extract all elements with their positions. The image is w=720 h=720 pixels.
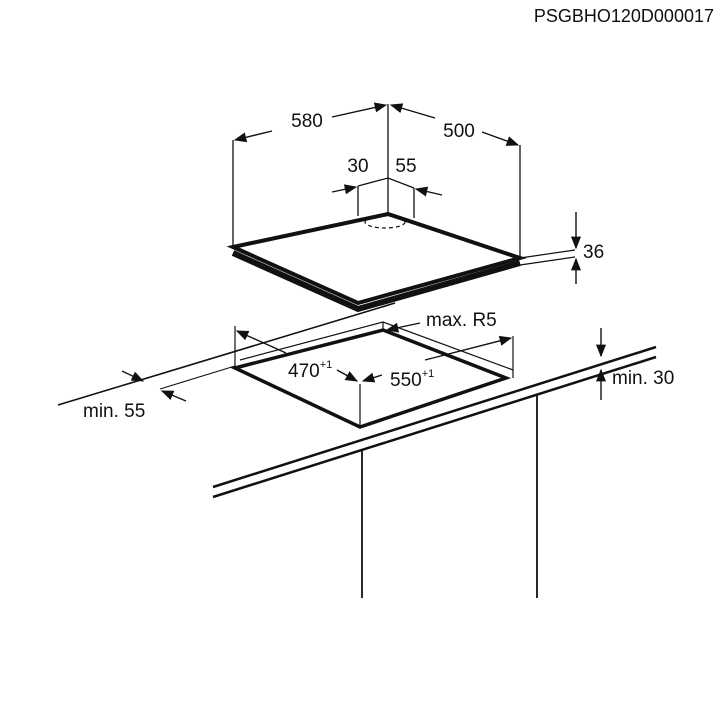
min-worktop-thickness-label: min. 30	[612, 368, 674, 389]
worktop-cutout	[57, 302, 657, 598]
rear-offset-left-label: 30	[347, 156, 368, 177]
min-front-distance-label: min. 55	[83, 401, 145, 422]
cutout-depth-value: 470	[288, 361, 320, 382]
cutout-depth-label: 470+1	[288, 359, 332, 382]
width-dimension-label: 580	[291, 111, 323, 132]
drawing-code: PSGBHO120D000017	[534, 6, 714, 26]
height-dimension-label: 36	[583, 242, 604, 263]
cutout-depth-tolerance: +1	[320, 359, 333, 371]
cutout-width-label: 550+1	[390, 368, 434, 391]
rear-offset-right-label: 55	[395, 156, 416, 177]
depth-dimension-label: 500	[443, 121, 475, 142]
hob-appliance	[226, 104, 576, 313]
cutout-dimension-lines	[121, 322, 607, 402]
corner-radius-label: max. R5	[426, 310, 497, 331]
hob-dimension-lines	[233, 102, 582, 284]
cutout-width-tolerance: +1	[422, 368, 435, 380]
cutout-width-value: 550	[390, 370, 422, 391]
